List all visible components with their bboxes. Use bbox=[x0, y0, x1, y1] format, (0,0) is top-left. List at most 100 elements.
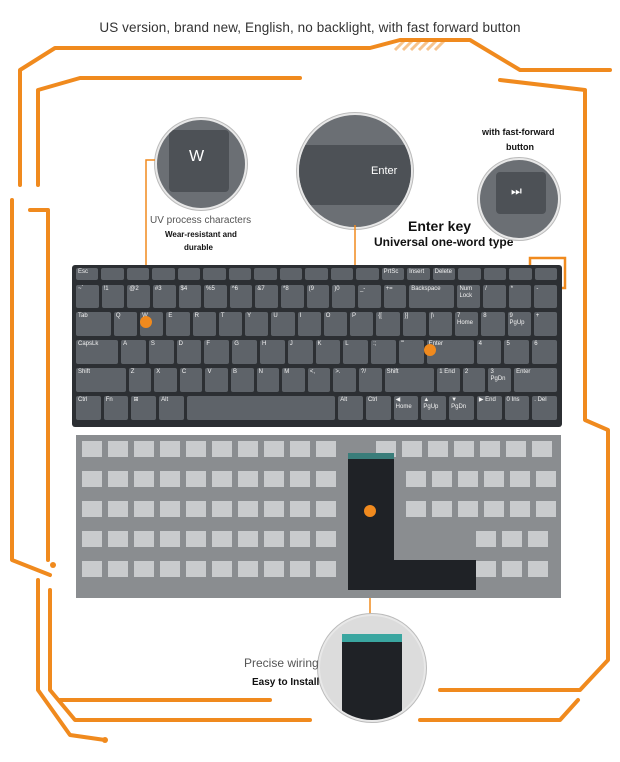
key-r3-c14: 5 bbox=[504, 340, 530, 364]
ff-line1: with fast-forward bbox=[482, 127, 555, 137]
marker-w bbox=[140, 316, 152, 328]
key-r0-c14: Delete bbox=[432, 268, 456, 280]
key-r4-c11: Shift bbox=[384, 368, 435, 392]
key-r0-c13: Insert bbox=[407, 268, 430, 280]
key-r3-c9: L bbox=[343, 340, 369, 364]
key-r1-c16: * bbox=[508, 285, 532, 308]
key-r3-c6: H bbox=[259, 340, 285, 364]
key-r0-c4 bbox=[177, 268, 201, 280]
key-r4-c3: C bbox=[179, 368, 203, 392]
key-r2-c13: |\ bbox=[428, 312, 453, 336]
key-r2-c1: Q bbox=[113, 312, 138, 336]
key-r4-c12: 1 End bbox=[437, 368, 460, 392]
key-r2-c5: T bbox=[218, 312, 243, 336]
key-r4-c14: 3 PgDn bbox=[488, 368, 512, 392]
key-r3-c4: F bbox=[204, 340, 230, 364]
key-r3-c10: :; bbox=[371, 340, 396, 364]
key-r3-c1: A bbox=[121, 340, 146, 364]
key-r5-c1: Fn bbox=[103, 396, 129, 420]
key-r1-c9: (9 bbox=[306, 285, 330, 308]
key-r4-c4: V bbox=[205, 368, 229, 392]
key-r2-c10: P bbox=[350, 312, 374, 336]
key-r2-c4: R bbox=[192, 312, 216, 336]
key-r2-c7: U bbox=[271, 312, 295, 336]
key-r5-c8: ▲ PgUp bbox=[421, 396, 447, 420]
key-r5-c10: ▶ End bbox=[476, 396, 502, 420]
key-r2-c14: 7 Home bbox=[455, 312, 479, 336]
zoom-w-key: W bbox=[155, 118, 247, 210]
key-r1-c8: *8 bbox=[281, 285, 304, 308]
key-r1-c11: _- bbox=[357, 285, 381, 308]
key-r1-c7: &7 bbox=[255, 285, 279, 308]
zoom-enter-key: Enter bbox=[297, 113, 413, 229]
key-r1-c15: / bbox=[483, 285, 506, 308]
key-r4-c2: X bbox=[154, 368, 177, 392]
key-r0-c0: Esc bbox=[76, 268, 99, 280]
key-r2-c6: Y bbox=[245, 312, 269, 336]
zoom-ff-key: ⏭ bbox=[478, 158, 560, 240]
key-r3-c13: 4 bbox=[476, 340, 502, 364]
key-r1-c12: += bbox=[383, 285, 407, 308]
key-r2-c8: I bbox=[297, 312, 321, 336]
marker-cable bbox=[364, 505, 376, 517]
key-r0-c8 bbox=[279, 268, 303, 280]
uv-title: UV process characters bbox=[150, 215, 252, 226]
wiring-title: Precise wiring bbox=[244, 656, 319, 670]
zoom-ribbon-cable bbox=[318, 614, 426, 722]
key-r2-c15: 8 bbox=[481, 312, 505, 336]
key-r2-c16: 9 PgUp bbox=[507, 312, 531, 336]
key-r0-c17 bbox=[509, 268, 532, 280]
key-r2-c12: }] bbox=[402, 312, 426, 336]
key-r1-c13: Backspace bbox=[409, 285, 455, 308]
key-r0-c6 bbox=[228, 268, 252, 280]
key-r0-c2 bbox=[126, 268, 150, 280]
key-r2-c9: O bbox=[323, 312, 348, 336]
marker-enter bbox=[424, 344, 436, 356]
key-r3-c7: J bbox=[287, 340, 313, 364]
key-r0-c12: PrtSc bbox=[381, 268, 405, 280]
key-r2-c3: E bbox=[166, 312, 190, 336]
ff-line2: button bbox=[506, 142, 534, 152]
key-r0-c18 bbox=[534, 268, 557, 280]
key-r1-c10: )0 bbox=[332, 285, 355, 308]
key-r1-c0: ~` bbox=[76, 285, 99, 308]
key-r4-c8: <, bbox=[307, 368, 331, 392]
key-r4-c0: Shift bbox=[76, 368, 126, 392]
key-r5-c9: ▼ PgDn bbox=[449, 396, 474, 420]
back-pattern bbox=[82, 441, 556, 590]
keyboard-back bbox=[76, 435, 561, 598]
key-r2-c0: Tab bbox=[76, 312, 111, 336]
page-title: US version, brand new, English, no backl… bbox=[99, 20, 521, 35]
key-r2-c11: {[ bbox=[376, 312, 400, 336]
key-r0-c3 bbox=[152, 268, 175, 280]
uv-sub2: durable bbox=[184, 243, 213, 252]
key-r1-c4: $4 bbox=[178, 285, 202, 308]
key-r0-c9 bbox=[305, 268, 328, 280]
key-r3-c5: G bbox=[232, 340, 257, 364]
key-r4-c7: M bbox=[282, 368, 305, 392]
key-r3-c3: D bbox=[176, 340, 202, 364]
key-r3-c0: CapsLk bbox=[76, 340, 119, 364]
key-r4-c6: N bbox=[256, 368, 280, 392]
key-r1-c14: Num Lock bbox=[457, 285, 481, 308]
key-r5-c0: Ctrl bbox=[76, 396, 101, 420]
key-r4-c15: Enter bbox=[514, 368, 557, 392]
key-r5-c4 bbox=[186, 396, 336, 420]
key-r0-c15 bbox=[458, 268, 481, 280]
key-r0-c5 bbox=[203, 268, 226, 280]
key-r1-c2: @2 bbox=[127, 285, 150, 308]
key-r4-c1: Z bbox=[128, 368, 152, 392]
key-r4-c5: B bbox=[231, 368, 254, 392]
key-r3-c2: S bbox=[148, 340, 174, 364]
key-r1-c17: - bbox=[534, 285, 557, 308]
wiring-sub: Easy to Install bbox=[252, 677, 320, 688]
key-r1-c5: %5 bbox=[204, 285, 227, 308]
key-r4-c10: ?/ bbox=[359, 368, 382, 392]
key-r1-c3: #3 bbox=[152, 285, 176, 308]
key-r5-c12: . Del bbox=[532, 396, 557, 420]
enter-key-label: Enter bbox=[371, 165, 398, 177]
key-r5-c7: ◀ Home bbox=[393, 396, 419, 420]
uv-sub1: Wear-resistant and bbox=[165, 230, 237, 239]
key-r5-c2: ⊞ bbox=[131, 396, 157, 420]
